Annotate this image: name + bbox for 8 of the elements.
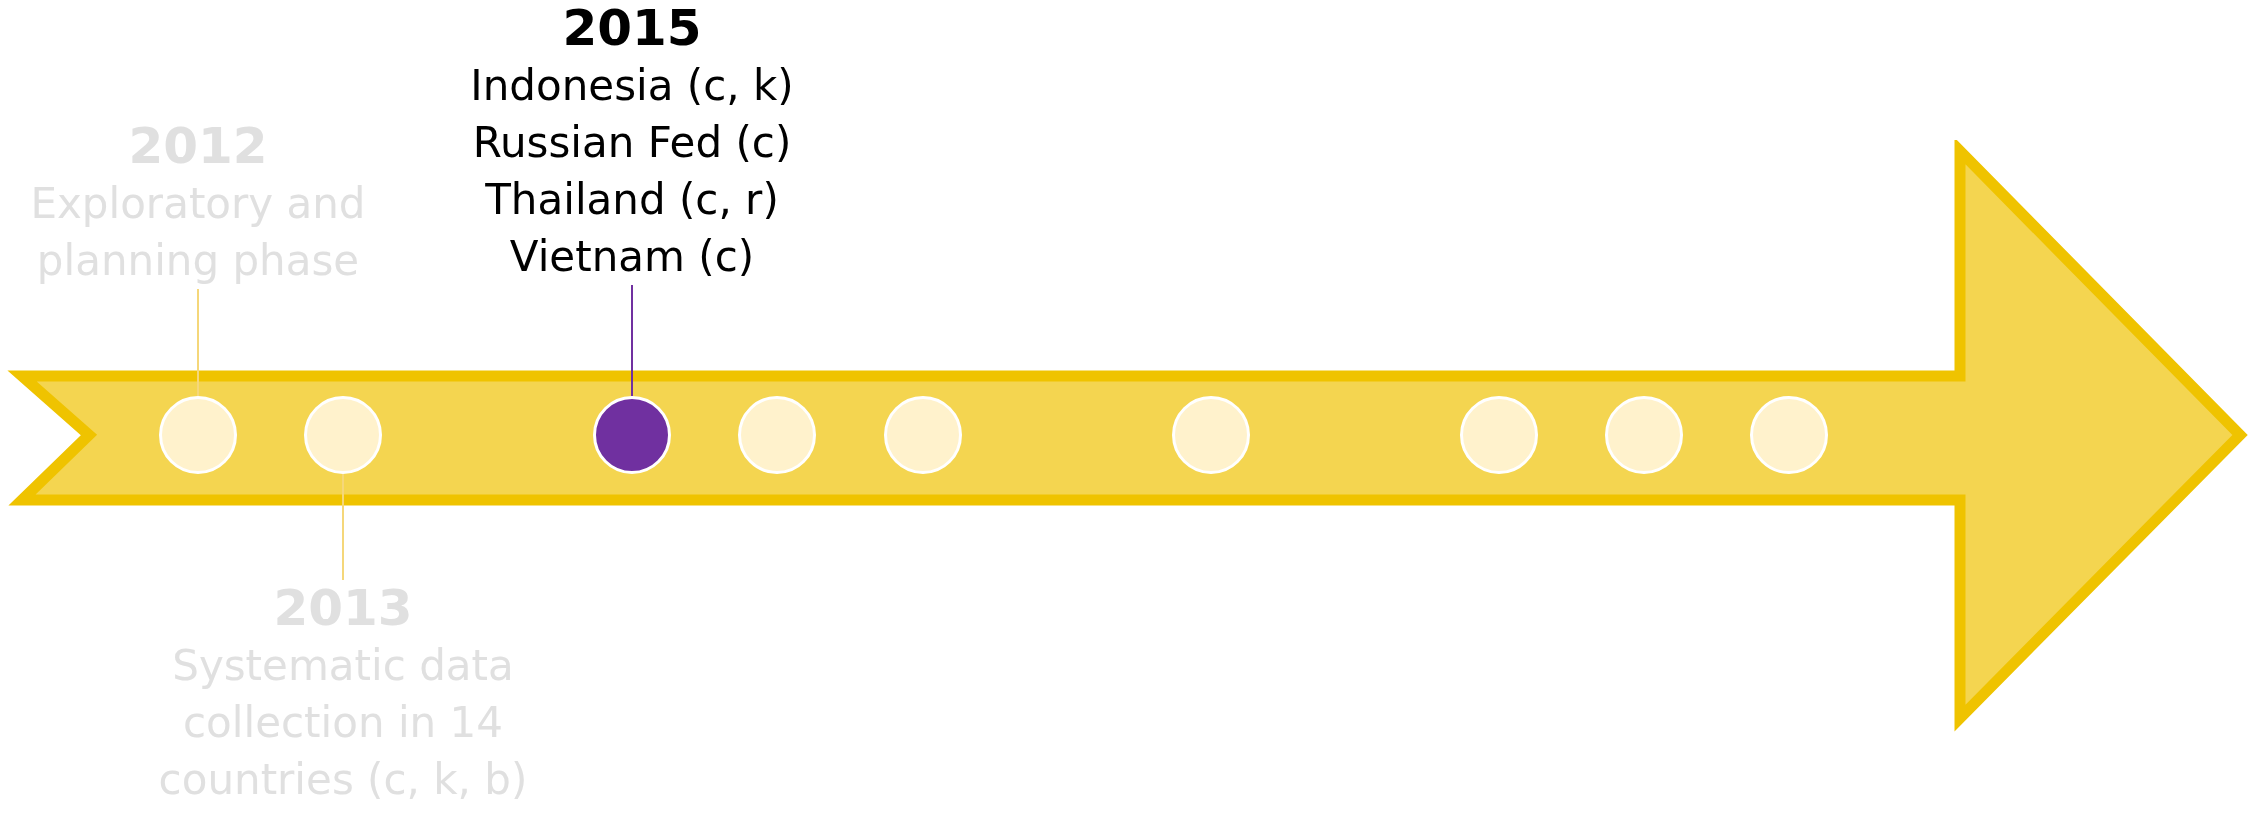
- leader-line: [197, 288, 199, 397]
- country-label: Thailand (c, r): [484, 174, 780, 226]
- leader-line: [342, 473, 344, 581]
- year-label: 2015: [561, 0, 703, 57]
- country-label: Vietnam (c): [508, 231, 756, 283]
- country-label: Indonesia (c, k): [469, 60, 795, 112]
- country-label: Russian Fed (c): [471, 117, 793, 169]
- leader-line: [631, 284, 633, 397]
